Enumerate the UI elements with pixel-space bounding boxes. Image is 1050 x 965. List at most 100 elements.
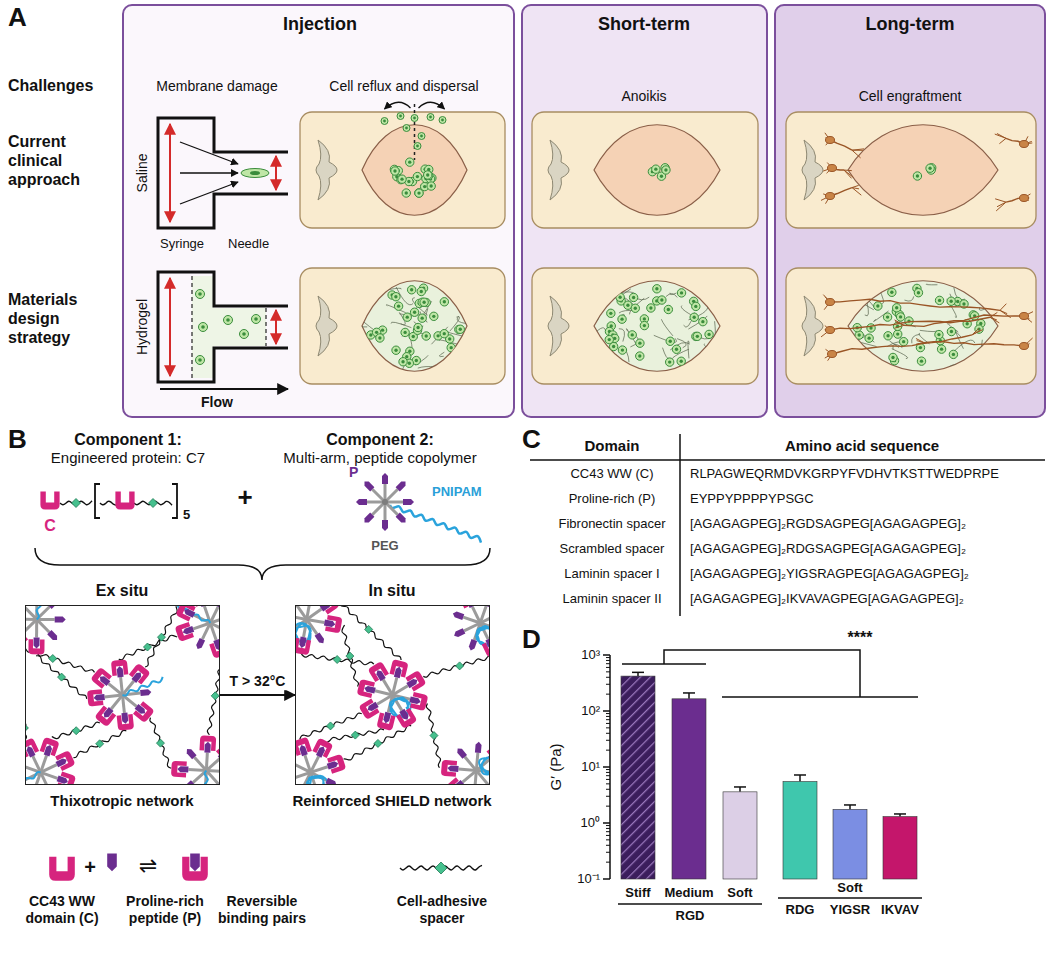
table-cell: Laminin spacer II <box>542 591 682 607</box>
ww-domain <box>376 713 395 731</box>
minor-tick <box>606 716 610 717</box>
minor-tick <box>606 828 610 829</box>
table-cell: RLPAGWEQRMDVKGRPYFVDHVTKSTTWEDPRPE <box>690 466 999 482</box>
cell-nucleus <box>654 167 657 170</box>
proline-peptide <box>185 747 197 759</box>
table-cell: [AGAGAGPEG]₂YIGSRAGPEG[AGAGAGPEG]₂ <box>690 566 969 582</box>
neuron-body <box>1020 141 1029 148</box>
cell-nucleus <box>401 360 404 363</box>
cell <box>892 304 900 312</box>
cell <box>413 172 421 180</box>
minor-tick <box>606 789 610 790</box>
proline-peptide <box>299 637 307 649</box>
cell-nucleus <box>902 340 905 343</box>
proline-peptide <box>182 626 194 635</box>
column-heading: Injection <box>170 14 470 36</box>
cell-nucleus <box>413 117 416 120</box>
axis-title: G′ (Pa) <box>547 744 565 791</box>
proline-peptide <box>356 499 367 505</box>
illustration-part <box>352 346 366 360</box>
ww-domain <box>129 663 151 685</box>
illustration-part <box>25 605 220 785</box>
minor-tick <box>606 694 610 695</box>
cell <box>947 297 955 305</box>
proline-peptide <box>316 745 326 758</box>
panel-label: A <box>8 2 27 33</box>
cell-nucleus <box>643 324 646 327</box>
cell-nucleus <box>899 315 902 318</box>
cell <box>652 165 660 173</box>
proline-peptide <box>382 520 388 531</box>
cell <box>894 330 902 338</box>
peg-arm <box>206 759 219 771</box>
cell <box>403 313 411 321</box>
cell <box>896 313 904 321</box>
cell <box>252 315 261 324</box>
ww-domain <box>312 738 333 759</box>
proline-peptide <box>455 746 467 758</box>
cell <box>381 118 388 125</box>
adhesive-motif <box>157 633 165 641</box>
cell <box>456 325 464 333</box>
proline-peptide <box>399 709 410 722</box>
cell <box>415 189 423 197</box>
pnipam-chain <box>390 505 481 543</box>
cell <box>410 308 418 316</box>
peg-arm <box>206 771 218 784</box>
neuron-body <box>1020 313 1029 320</box>
proline-peptide <box>375 669 386 682</box>
cell <box>424 171 432 179</box>
cell-nucleus <box>940 347 943 350</box>
minor-tick <box>606 839 610 840</box>
cell-nucleus <box>938 299 941 302</box>
stage-panel: Long-termCell engraftment <box>774 4 1046 418</box>
ww-domain <box>25 737 39 757</box>
cell <box>224 316 233 325</box>
lesion <box>362 281 467 371</box>
minor-tick <box>606 657 610 658</box>
cell <box>196 356 205 365</box>
illustration-part <box>391 322 411 328</box>
cell <box>690 313 698 321</box>
grey-matter <box>316 296 337 356</box>
error-bar <box>688 693 690 699</box>
proline-peptide <box>315 632 326 644</box>
grey-matter <box>548 296 569 356</box>
ww-domain <box>482 638 490 658</box>
flow-label: Flow <box>187 394 247 411</box>
minor-tick <box>606 852 610 853</box>
cell-nucleus <box>620 317 623 320</box>
bar <box>883 817 917 879</box>
significance-bracket <box>622 650 918 697</box>
cell <box>414 323 422 331</box>
cell-nucleus <box>408 160 411 163</box>
peg-arm <box>480 615 490 623</box>
cell-nucleus <box>416 175 419 178</box>
cell-nucleus <box>649 306 652 309</box>
ww-domain <box>49 857 75 881</box>
cell-nucleus <box>405 127 408 130</box>
cell-nucleus <box>383 120 386 123</box>
proline-peptide <box>56 757 69 767</box>
cell-nucleus <box>443 332 446 335</box>
minor-tick <box>606 779 610 780</box>
cell <box>949 350 957 358</box>
cell-nucleus <box>400 177 403 180</box>
cell-nucleus <box>626 304 629 307</box>
proline-peptide <box>93 694 105 701</box>
cell <box>420 298 428 306</box>
neuron-body <box>828 351 837 358</box>
cell-nucleus <box>916 174 919 177</box>
peg-arm <box>41 772 49 785</box>
illustration-part <box>852 293 873 309</box>
cell-nucleus <box>858 333 861 336</box>
polymer-label: PNIPAM <box>432 484 482 500</box>
illustration-part <box>912 334 920 343</box>
cell-nucleus <box>410 288 413 291</box>
cell <box>693 332 701 340</box>
proline-peptide <box>135 704 147 716</box>
cell-nucleus <box>369 333 372 336</box>
adhesive-motif <box>58 673 66 681</box>
major-tick <box>603 654 610 656</box>
proline-peptide <box>409 696 421 704</box>
